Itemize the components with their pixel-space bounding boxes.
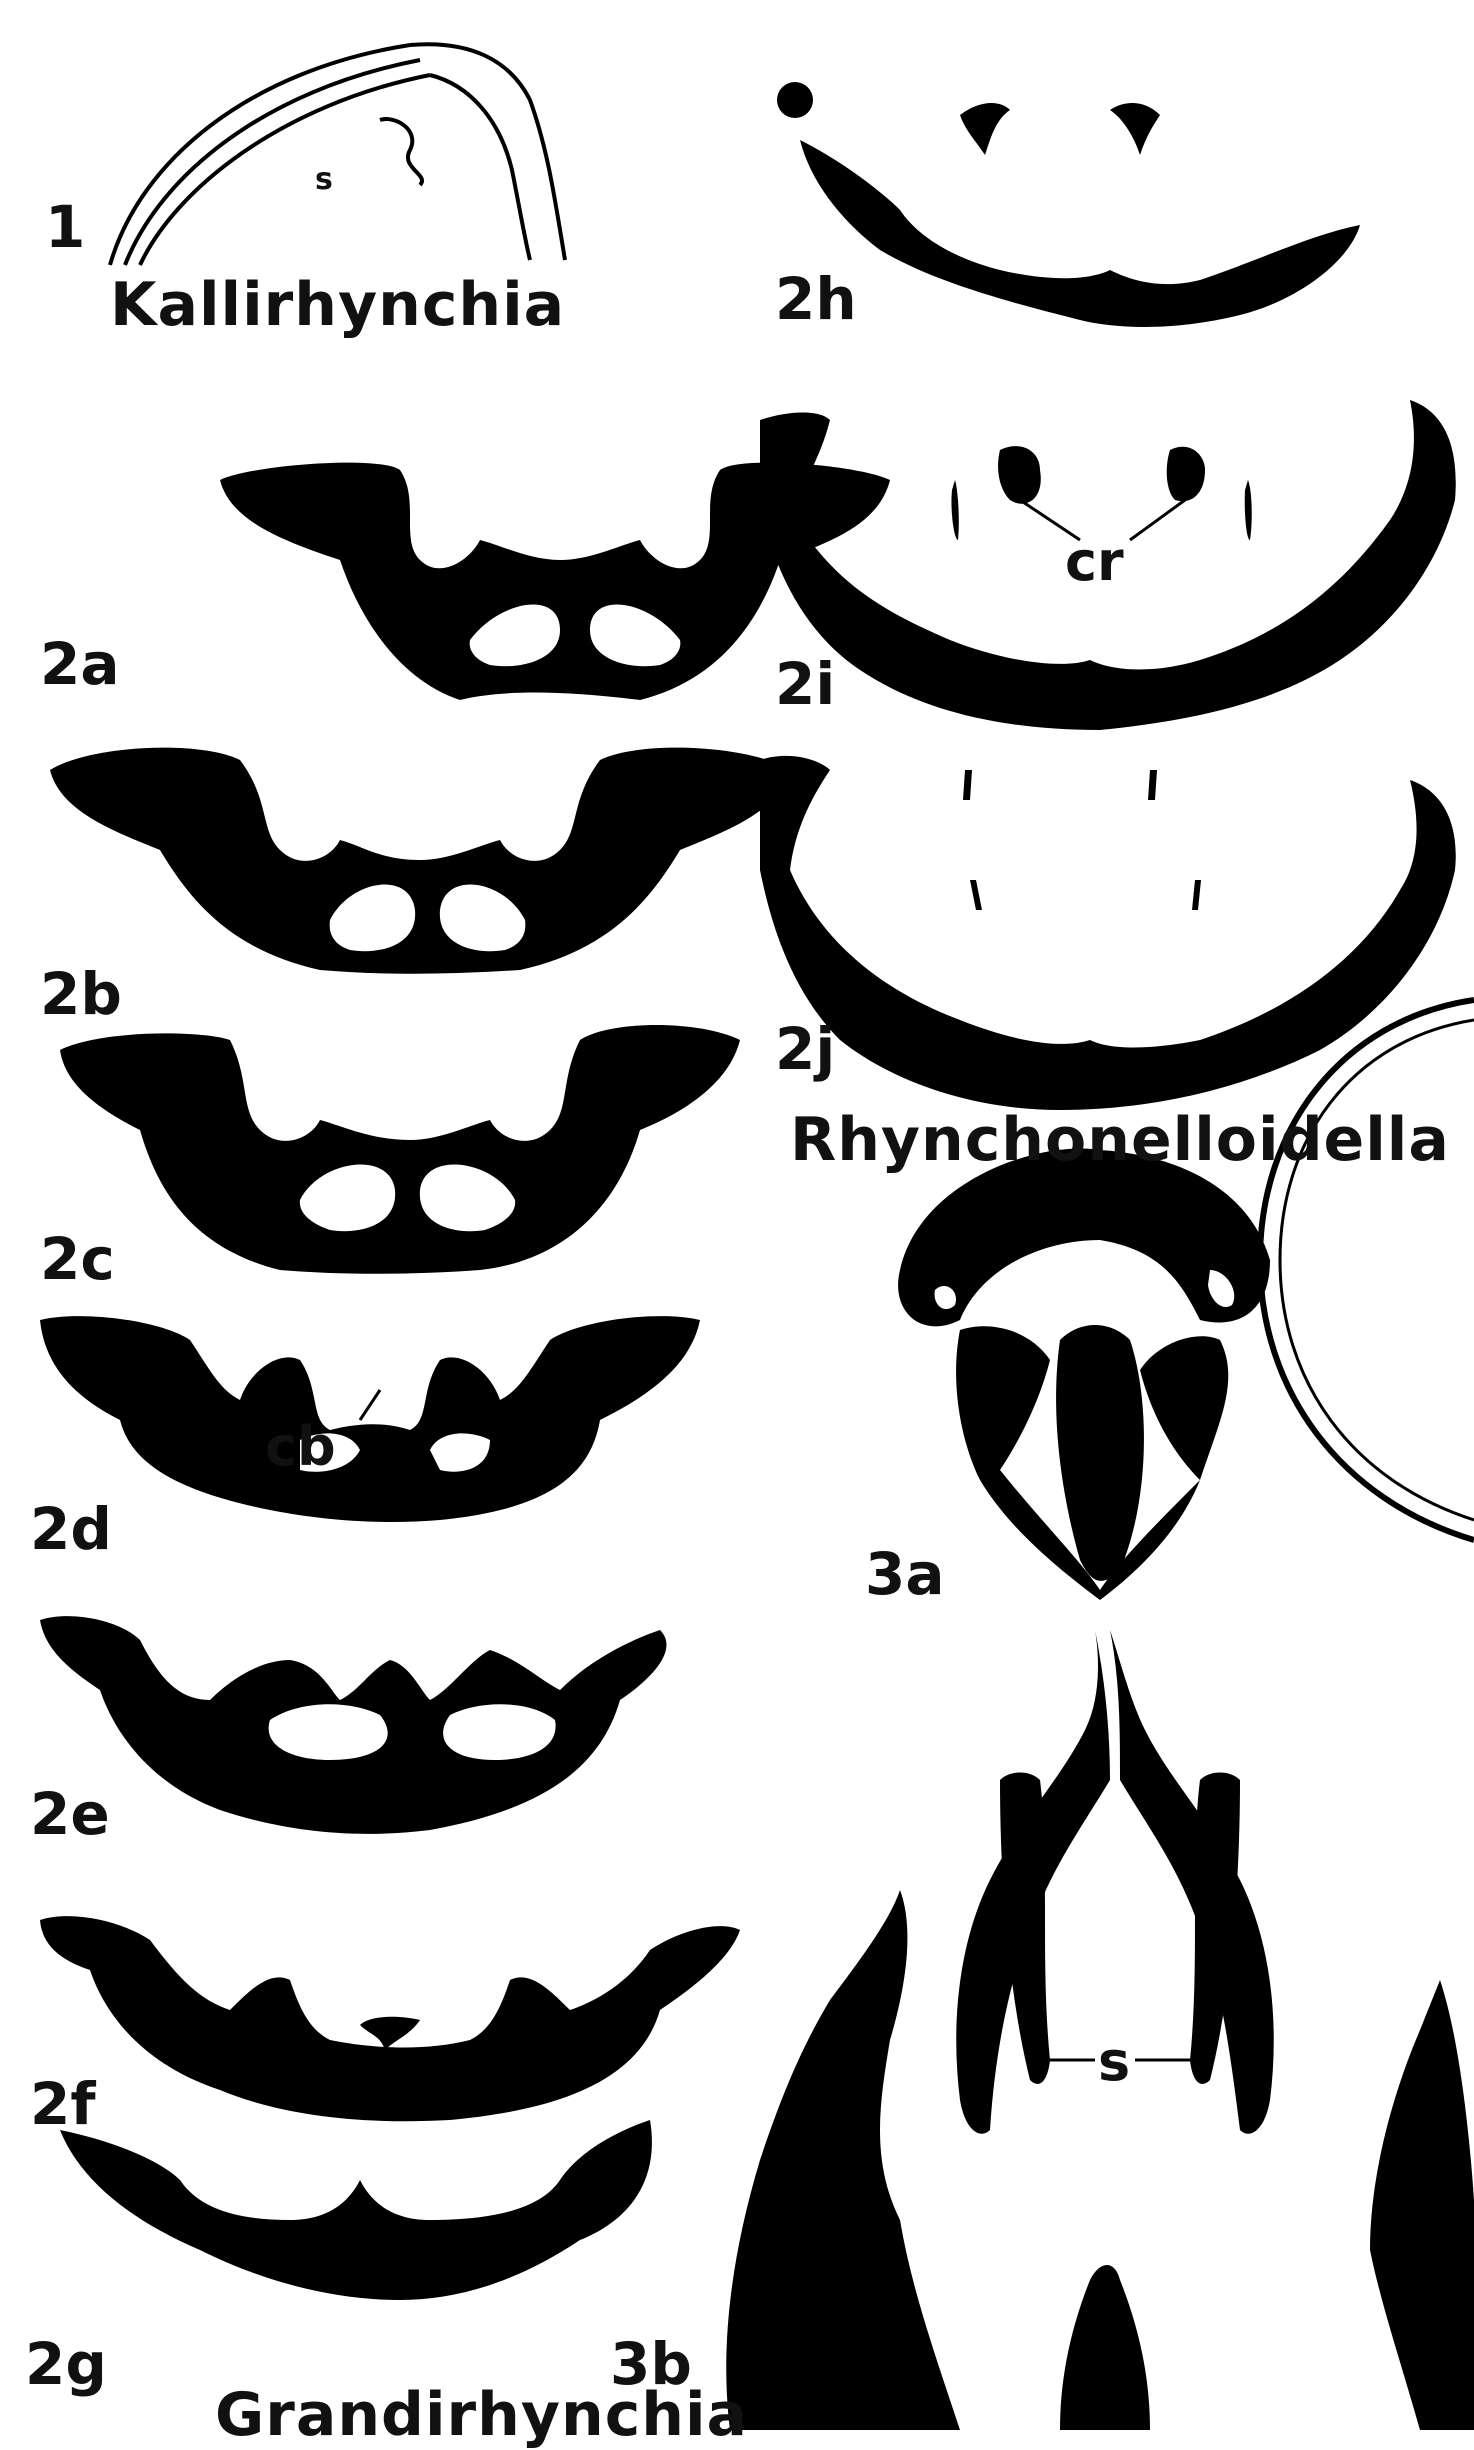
fig2f-label: 2f: [30, 2075, 96, 2133]
fig2g-section: [60, 2120, 652, 2300]
fig2h-label: 2h: [775, 270, 857, 328]
fig2e-label: 2e: [30, 1785, 110, 1843]
fig2i-label: 2i: [775, 655, 835, 713]
genus-name-rhynchonelloidella: Rhynchonelloidella: [790, 1110, 1450, 1170]
fig2g-label: 2g: [25, 2335, 107, 2393]
annotation-s-fig1: s: [315, 165, 333, 195]
fig2b-section: [50, 748, 790, 974]
fig1-outline: [110, 44, 565, 265]
fig1-label: 1: [45, 198, 85, 256]
library-stamp: [1260, 1000, 1474, 1540]
fig2h-section: [777, 82, 1360, 327]
fig2e-section: [40, 1616, 666, 1834]
fig2d-label: 2d: [30, 1500, 112, 1558]
fig3a-label: 3a: [865, 1545, 945, 1603]
annotation-s-fig3b: s: [1098, 2035, 1130, 2089]
annotation-cr: cr: [1065, 535, 1124, 589]
genus-name-kallirhynchia: Kallirhynchia: [110, 275, 565, 335]
fig2c-label: 2c: [40, 1230, 115, 1288]
fig2c-section: [60, 1025, 740, 1274]
fig2b-label: 2b: [40, 965, 122, 1023]
fig3a-section: [898, 1149, 1270, 1601]
fig2d-section: [40, 1316, 700, 1522]
annotation-cb: cb: [265, 1420, 336, 1474]
fig2a-label: 2a: [40, 635, 120, 693]
fig2j-label: 2j: [775, 1020, 835, 1078]
genus-name-grandirhynchia: Grandirhynchia: [215, 2385, 748, 2445]
